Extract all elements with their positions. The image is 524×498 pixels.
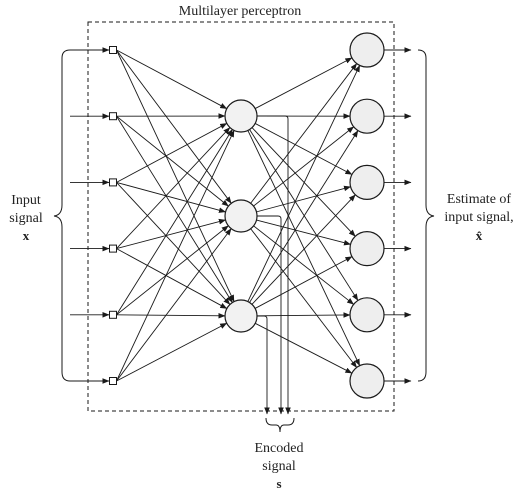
edge-input-4-hidden-1 (116, 127, 231, 249)
input-node-2 (109, 112, 117, 121)
edge-hidden-2-output-6 (250, 228, 358, 368)
input-node-6 (109, 377, 117, 385)
output-node-1 (349, 32, 385, 68)
encoded-signal-lines (257, 115, 291, 415)
edge-input-2-hidden-3 (116, 115, 233, 303)
edge-input-1-hidden-2 (116, 49, 232, 204)
edge-input-4-hidden-2 (116, 218, 226, 250)
mlp-boundary (87, 21, 395, 412)
edge-input-3-hidden-2 (116, 181, 226, 213)
input-signal-symbol: x (23, 228, 30, 243)
edge-hidden-3-output-4 (254, 256, 353, 309)
hidden-node-1 (224, 99, 258, 133)
output-node-4 (349, 231, 385, 267)
encoded-label-line1: Encoded (255, 441, 304, 456)
output-brace (417, 49, 435, 382)
edge-hidden-1-output-5 (249, 129, 359, 301)
edge-input-1-hidden-3 (116, 49, 235, 302)
encoded-tap-2 (257, 215, 284, 415)
encoded-label-line2: signal (262, 459, 296, 474)
edge-hidden-3-output-6 (255, 322, 353, 374)
edge-hidden-3-output-2 (249, 130, 359, 303)
nodes (109, 32, 385, 399)
edge-hidden-2-output-3 (256, 185, 351, 213)
input-node-3 (109, 178, 117, 187)
edge-input-5-hidden-3 (116, 312, 226, 319)
edge-hidden-3-output-3 (251, 194, 356, 305)
output-label-line1: Estimate of (447, 192, 511, 207)
input-label-line2: signal (9, 211, 43, 226)
encoded-tap-1 (257, 115, 291, 415)
edge-input-6-hidden-3 (116, 322, 228, 382)
edge-input-1-hidden-1 (116, 49, 228, 110)
diagram-title: Multilayer perceptron (179, 4, 301, 19)
io-arrows (70, 47, 412, 384)
connections (116, 49, 361, 382)
output-node-5 (349, 297, 385, 333)
input-node-5 (109, 310, 117, 319)
encoded-signal-symbol: s (276, 476, 281, 491)
encoded-tap-3 (257, 315, 270, 415)
edge-input-6-hidden-2 (116, 228, 232, 382)
edge-input-4-hidden-3 (116, 248, 228, 309)
input-label-line1: Input (11, 193, 41, 208)
encoded-brace (265, 417, 295, 433)
output-node-3 (349, 164, 385, 200)
edge-input-5-hidden-2 (116, 225, 229, 316)
input-node-1 (109, 46, 117, 54)
edge-hidden-3-output-5 (256, 312, 351, 318)
edge-hidden-3-output-1 (247, 64, 361, 302)
edge-hidden-1-output-4 (251, 127, 356, 237)
edge-hidden-2-output-4 (256, 219, 351, 246)
input-node-4 (109, 244, 117, 253)
edge-hidden-2-output-1 (250, 63, 358, 204)
input-brace (53, 49, 71, 382)
edge-input-3-hidden-3 (116, 182, 231, 305)
edge-input-3-hidden-1 (116, 122, 228, 183)
hidden-node-3 (224, 299, 258, 333)
output-node-6 (349, 363, 385, 399)
edge-hidden-2-output-5 (253, 225, 354, 305)
hidden-node-2 (224, 199, 258, 233)
edge-hidden-1-output-6 (247, 130, 361, 367)
output-node-2 (349, 98, 385, 134)
edge-input-6-hidden-1 (116, 130, 235, 382)
output-label-line2: input signal, (444, 210, 513, 225)
edge-hidden-1-output-1 (254, 57, 353, 109)
output-signal-symbol: x̂ (476, 228, 483, 243)
edge-hidden-2-output-2 (253, 126, 355, 207)
edge-input-2-hidden-2 (116, 115, 229, 207)
edge-input-5-hidden-1 (116, 129, 233, 316)
